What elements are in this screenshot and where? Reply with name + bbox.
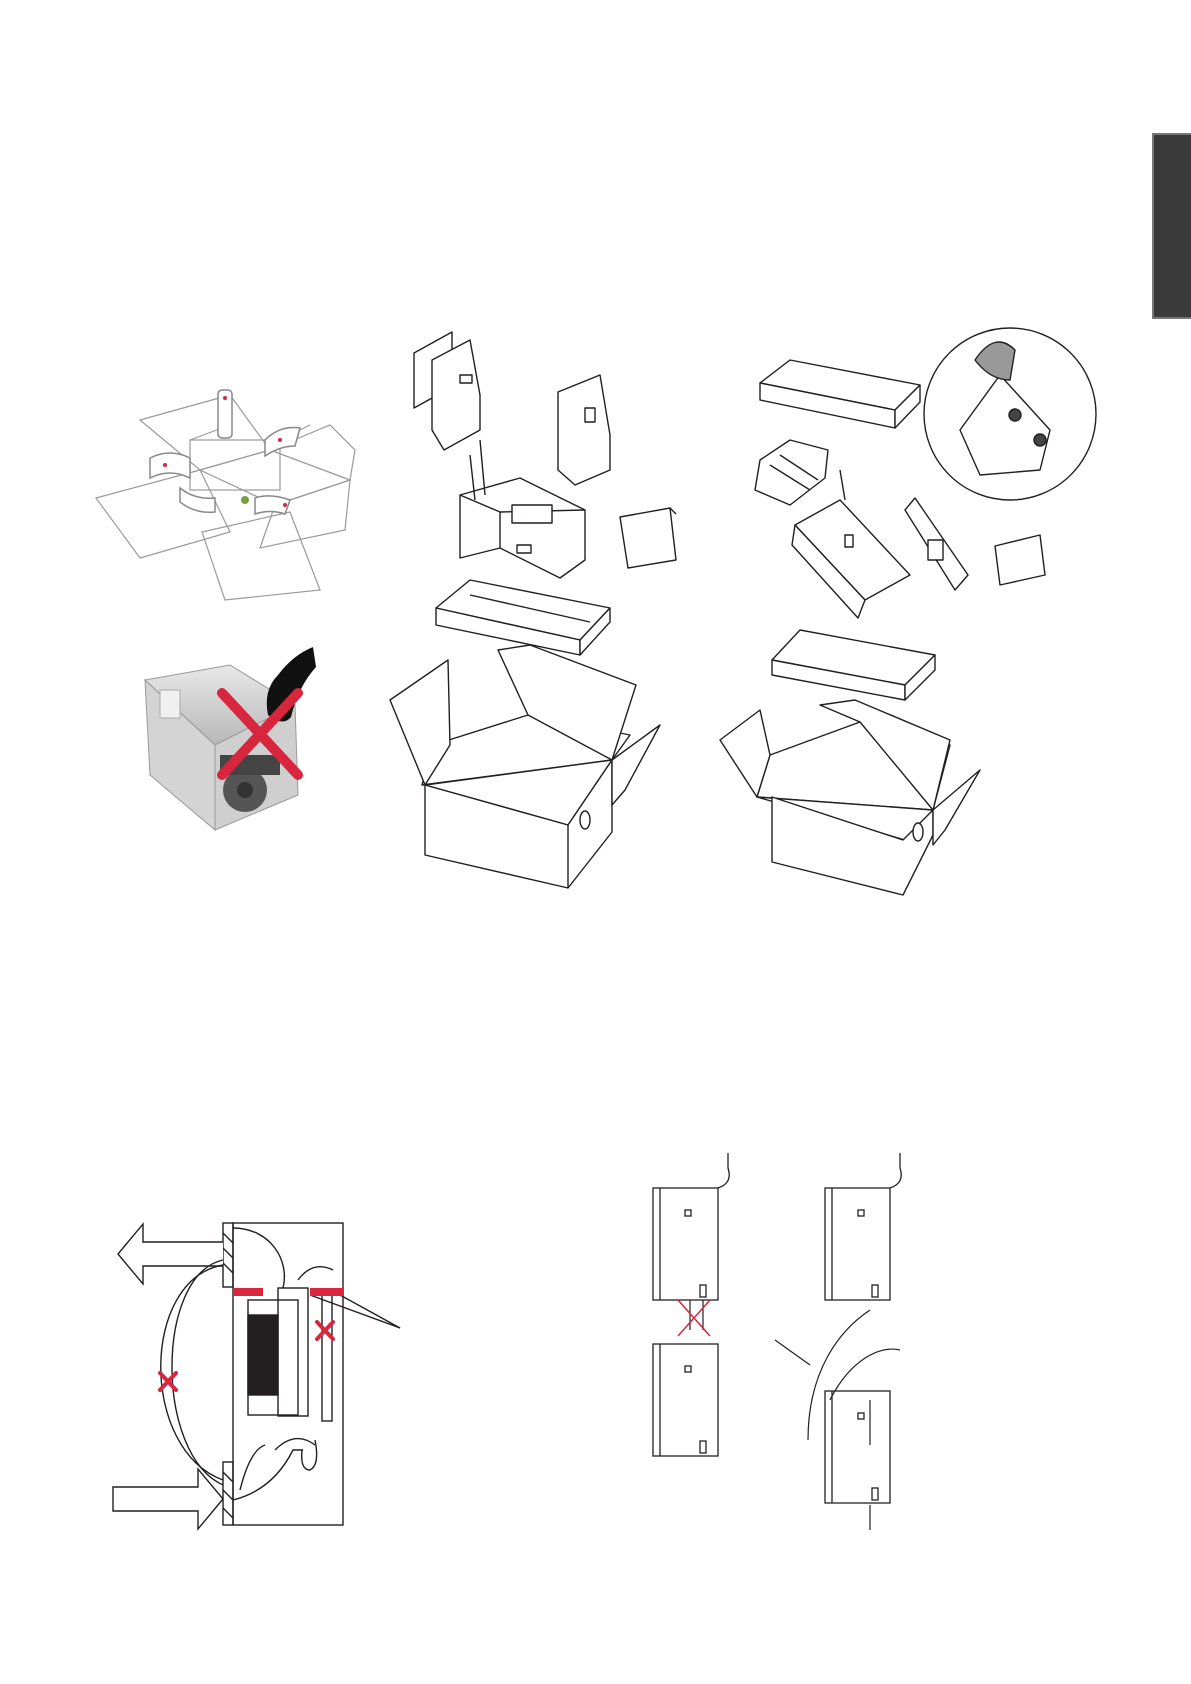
section-side-tab [1152, 133, 1191, 319]
